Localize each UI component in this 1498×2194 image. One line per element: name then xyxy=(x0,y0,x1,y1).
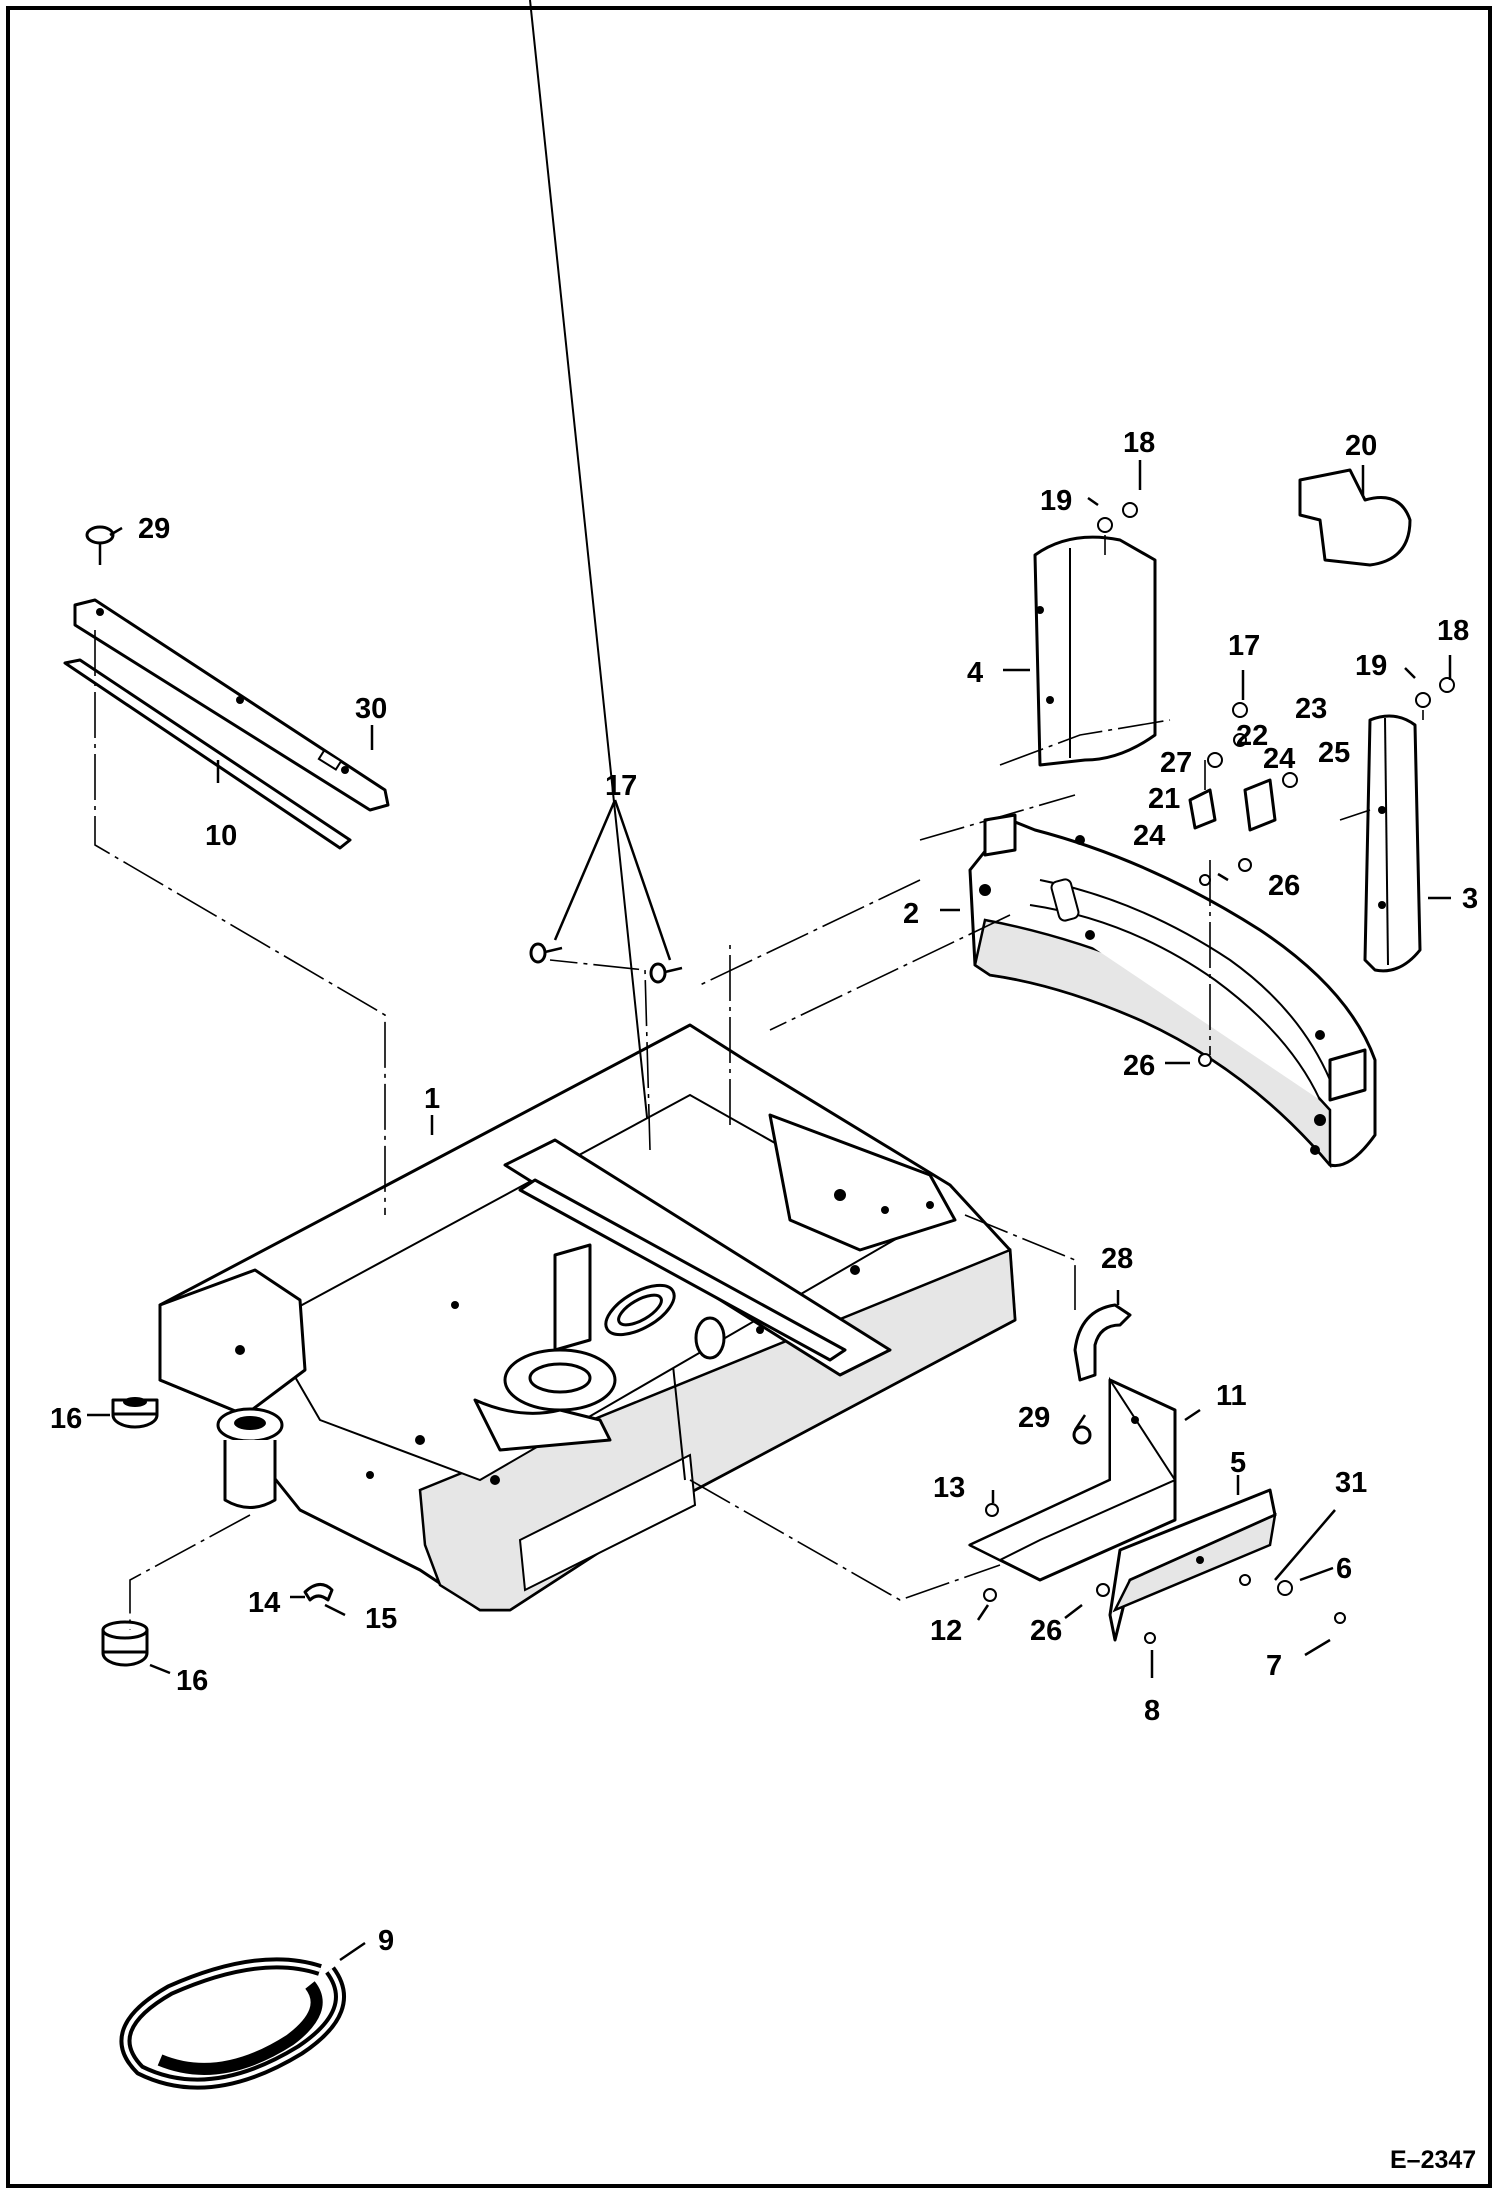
callout-6: 6 xyxy=(1336,1553,1352,1585)
callout-24-top: 24 xyxy=(1263,743,1295,775)
pin-14 xyxy=(303,1583,334,1602)
callout-5: 5 xyxy=(1230,1447,1246,1479)
callout-30: 30 xyxy=(355,693,387,725)
callout-17-pair: 17 xyxy=(605,770,637,802)
callout-9: 9 xyxy=(378,1925,394,1957)
callout-19-left: 19 xyxy=(1040,485,1072,517)
mount-16-lower xyxy=(101,1620,149,1667)
callout-12: 12 xyxy=(930,1615,962,1647)
callout-19-right: 19 xyxy=(1355,650,1387,682)
rail-30 xyxy=(73,598,390,812)
counterweight xyxy=(968,813,1377,1169)
handle-28 xyxy=(1073,1303,1132,1382)
callout-21: 21 xyxy=(1148,783,1180,815)
seal-hose-9 xyxy=(119,1957,346,2090)
callout-labels: 29 30 10 17 1 18 19 20 18 19 17 4 23 22 … xyxy=(50,427,1478,2174)
callout-3: 3 xyxy=(1462,883,1478,915)
callout-16-upper: 16 xyxy=(50,1403,82,1435)
cover-11 xyxy=(967,1376,1177,1582)
callout-28: 28 xyxy=(1101,1243,1133,1275)
callout-16-lower: 16 xyxy=(176,1665,208,1697)
cover-20 xyxy=(1298,468,1412,567)
callout-11: 11 xyxy=(1216,1380,1247,1412)
callout-14: 14 xyxy=(248,1587,280,1619)
callout-15: 15 xyxy=(365,1603,397,1635)
callout-25: 25 xyxy=(1318,737,1350,769)
mount-16-upper xyxy=(111,1397,159,1429)
callout-29-mid: 29 xyxy=(1018,1402,1050,1434)
side-panel-3 xyxy=(1363,714,1422,973)
plate-5 xyxy=(1108,1488,1277,1642)
callout-29-top: 29 xyxy=(138,513,170,545)
callout-31: 31 xyxy=(1335,1467,1367,1499)
callout-7: 7 xyxy=(1266,1650,1282,1682)
callout-1: 1 xyxy=(424,1083,440,1115)
main-frame xyxy=(158,0,1017,1612)
callout-26-top: 26 xyxy=(1268,870,1300,902)
callout-26-bottom: 26 xyxy=(1030,1615,1062,1647)
callout-23: 23 xyxy=(1295,693,1327,725)
page-border xyxy=(6,6,1492,2188)
callout-24-bottom: 24 xyxy=(1133,820,1165,852)
callout-2: 2 xyxy=(903,898,919,930)
callout-8: 8 xyxy=(1144,1695,1160,1727)
callout-20: 20 xyxy=(1345,430,1377,462)
bolts xyxy=(529,942,1346,1644)
leader-lines xyxy=(87,460,1452,1962)
callout-26-mid: 26 xyxy=(1123,1050,1155,1082)
bolt-29-top xyxy=(85,525,115,565)
figure-number: E–2347 xyxy=(1390,2146,1476,2174)
callout-18-left: 18 xyxy=(1123,427,1155,459)
callout-22: 22 xyxy=(1236,720,1268,752)
bracket-hardware xyxy=(1097,502,1455,1067)
callout-10: 10 xyxy=(205,820,237,852)
callout-27: 27 xyxy=(1160,747,1192,779)
callout-17-right: 17 xyxy=(1228,630,1260,662)
rail-10 xyxy=(63,658,352,850)
phantom-lines xyxy=(94,535,1424,1630)
callout-13: 13 xyxy=(933,1472,965,1504)
callout-18-right: 18 xyxy=(1437,615,1469,647)
side-panel-4 xyxy=(1033,535,1157,767)
callout-4: 4 xyxy=(967,657,983,689)
